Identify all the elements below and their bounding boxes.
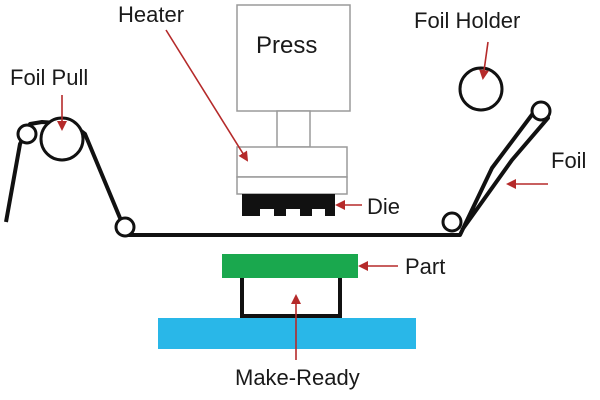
part-green-plate bbox=[222, 254, 358, 278]
press-shaft bbox=[276, 110, 311, 148]
foil-pull-label: Foil Pull bbox=[10, 65, 88, 90]
upper-right-roller bbox=[530, 100, 552, 122]
foil-pull-small-roller bbox=[16, 123, 38, 145]
press-assembly bbox=[236, 4, 351, 195]
heater-label: Heater bbox=[118, 2, 184, 27]
die-label: Die bbox=[367, 194, 400, 219]
foil-holder-label: Foil Holder bbox=[414, 8, 520, 33]
leader-arrows bbox=[57, 29, 548, 360]
left-guide-roller bbox=[114, 216, 136, 238]
heater-lower-plate bbox=[236, 176, 348, 195]
right-guide-roller bbox=[441, 211, 463, 233]
press-block bbox=[236, 4, 351, 112]
heater-arrow bbox=[165, 29, 249, 162]
part-body bbox=[240, 278, 342, 318]
press-label: Press bbox=[256, 32, 317, 59]
rollers bbox=[16, 66, 552, 238]
part-label: Part bbox=[405, 254, 445, 279]
labels: Heater Press Foil Pull Foil Holder Foil … bbox=[10, 2, 586, 390]
foil-holder-arrow bbox=[479, 41, 490, 80]
die-block bbox=[242, 194, 335, 216]
foil-label: Foil bbox=[551, 148, 586, 173]
foil-holder-roller bbox=[458, 66, 504, 112]
make-ready-bar bbox=[158, 318, 416, 349]
make-ready-label: Make-Ready bbox=[235, 365, 360, 390]
heater-plate bbox=[236, 146, 348, 178]
